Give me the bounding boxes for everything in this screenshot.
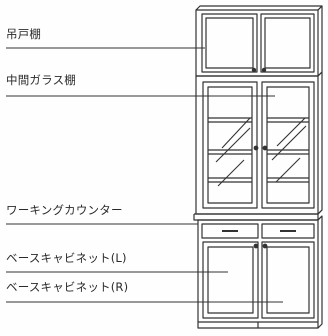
middle-glass-cabinet [195,71,323,215]
base-cabinets [197,215,323,329]
label-base-cabinet-right: ベースキャビネット(R) [6,280,129,294]
label-working-counter: ワーキングカウンター [6,203,123,217]
leader-lines [6,47,283,303]
label-base-cabinet-left: ベースキャビネット(L) [6,251,127,265]
hanging-cabinet [195,5,323,77]
label-middle-glass-cabinet: 中間ガラス棚 [6,73,76,87]
label-hanging-cabinet: 吊戸棚 [6,27,42,41]
working-counter [193,209,323,221]
